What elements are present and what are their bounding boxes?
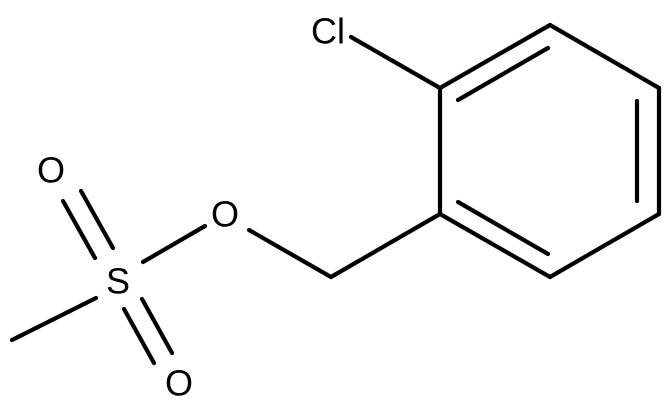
ring-bond-c5-c6-inner: [455, 199, 551, 257]
bond-sulfur-oxygen-bottom-a: [121, 306, 157, 366]
chlorine-atom-label: Cl: [311, 11, 345, 52]
bond-methylene-oxygen: [246, 227, 334, 280]
sulfonyl-oxygen-bottom-label: O: [165, 363, 193, 404]
bond-ring-methylene: [328, 211, 443, 280]
bond-sulfur-oxygen-top-b: [78, 188, 116, 251]
sulfur-atom-label: S: [106, 261, 130, 302]
ring-bond-c4-c5: [547, 211, 662, 280]
sulfonyl-oxygen-top-label: O: [37, 150, 65, 191]
bond-sulfur-oxygen-top-a: [60, 198, 98, 261]
ring-bond-c5-c6: [437, 211, 553, 280]
ring-bond-c2-c3: [547, 22, 662, 91]
ring-bond-c1-c2: [437, 22, 553, 91]
bond-sulfur-oxygen-bottom-b: [139, 296, 175, 356]
ring-bond-c1-c2-inner: [455, 45, 551, 103]
bond-oxygen-sulfur: [140, 223, 208, 265]
bond-sulfur-methyl: [9, 295, 99, 343]
bond-ring-chlorine: [348, 34, 443, 91]
ether-oxygen-atom-label: O: [211, 194, 239, 235]
benzene-ring: [437, 22, 662, 280]
